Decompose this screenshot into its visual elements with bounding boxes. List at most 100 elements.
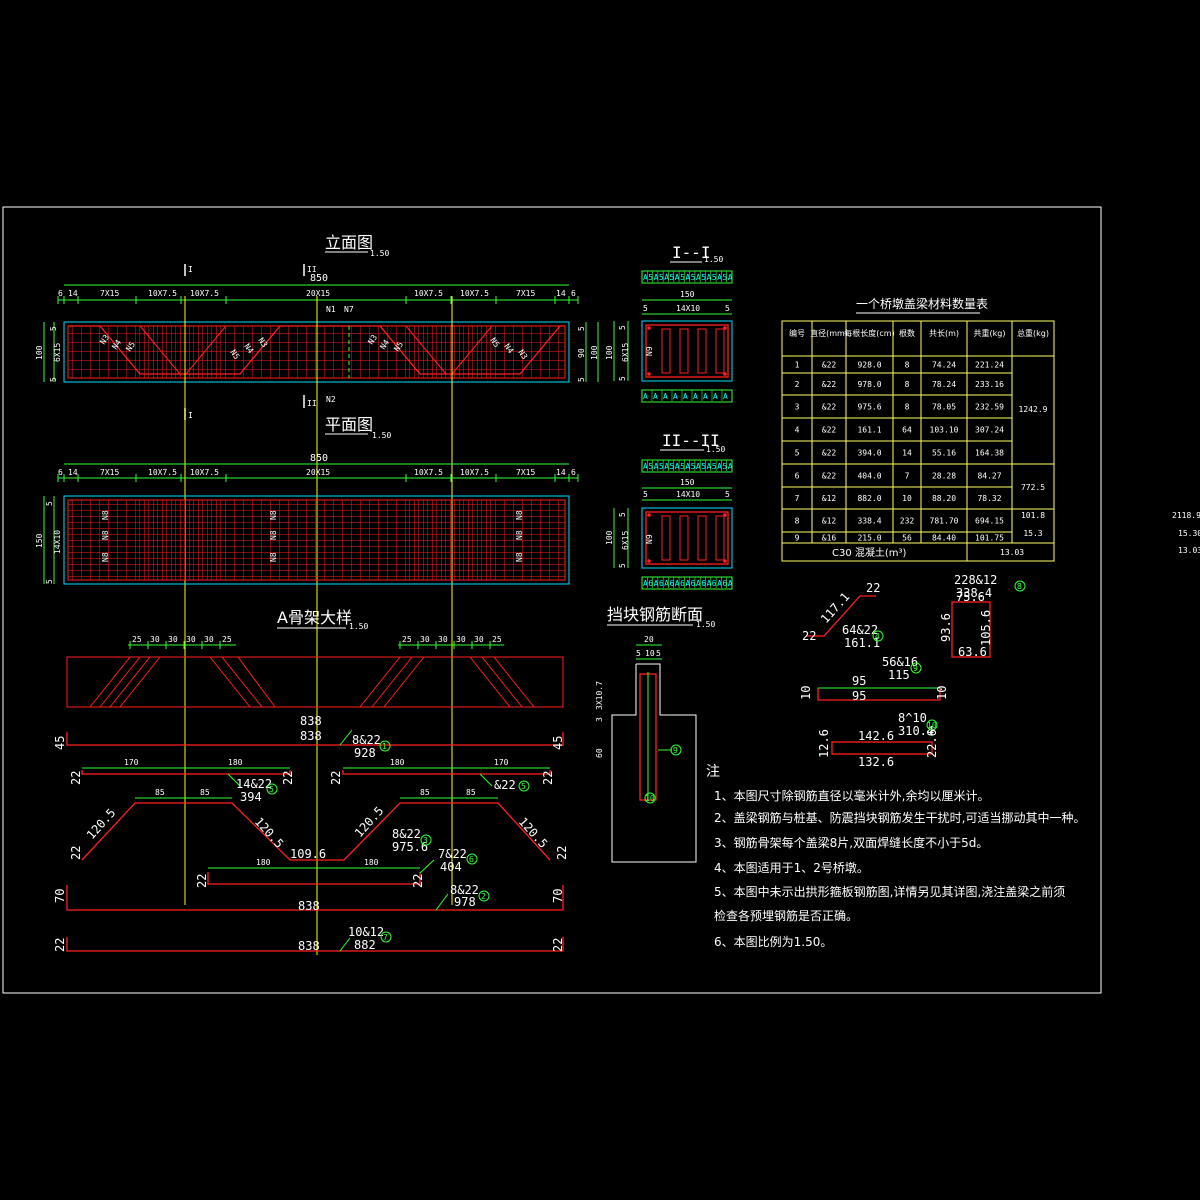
sec2-bars-corner-bar-1 <box>723 513 727 517</box>
bar-2-side-right: 70 <box>551 889 565 903</box>
table-cell-1-4: 78.24 <box>932 380 956 389</box>
bar-5r-side-right: 22 <box>541 771 555 785</box>
table-cell-8-3: 56 <box>902 534 912 543</box>
d10-count: 310.4 <box>898 724 934 738</box>
block-top: 20 <box>644 635 654 644</box>
note-4: 4、本图适用于1、2号桥墩。 <box>714 861 869 875</box>
block-side-2: 3 <box>595 717 604 722</box>
sec1-top-labels-label-12: A <box>707 273 712 282</box>
section-2-rebar-label: N9 <box>645 534 654 544</box>
block-n10: 10 <box>645 794 655 803</box>
sec2-top-labels-label-6: A <box>675 462 680 471</box>
elev-section-mark-2-bottom: II <box>307 399 317 408</box>
table-cell-1-3: 8 <box>905 380 910 389</box>
section-2-title: II--II <box>662 431 720 450</box>
table-total-3: 15.3 <box>1023 529 1042 538</box>
sec1-top-labels-label-0: A <box>643 273 648 282</box>
table-cell-2-2: 975.6 <box>857 403 881 412</box>
plan-rebar-label-8: N8 <box>515 552 524 562</box>
elev-left-dim-bot: 5 <box>49 377 58 382</box>
skel-top-dim-1-3: 30 <box>456 635 466 644</box>
bar-5r-label: &22 <box>494 778 516 792</box>
table-cell-5-3: 7 <box>905 472 910 481</box>
skel-top-dim-0-3: 30 <box>186 635 196 644</box>
d4-c: 22 <box>866 581 880 595</box>
table-cell-1-0: 2 <box>795 380 800 389</box>
sec2-top-labels-label-8: A <box>685 462 690 471</box>
table-cell-7-5: 694.15 <box>975 517 1004 526</box>
elev-right-dim-top: 5 <box>577 326 586 331</box>
section-1-h-total: 100 <box>605 345 614 360</box>
elevation-scale: 1.50 <box>370 249 389 258</box>
table-cell-3-5: 307.24 <box>975 426 1004 435</box>
table-cell-8-4: 84.40 <box>932 534 956 543</box>
table-cell-1-2: 978.0 <box>857 380 881 389</box>
sec1-bot-labels-label-1: A <box>653 392 658 401</box>
d10-d: 22.6 <box>925 729 939 758</box>
side-value-1: 2118.90 <box>1172 511 1200 520</box>
table-cell-5-2: 404.0 <box>857 472 881 481</box>
sec1-top-labels-label-5: 5 <box>670 273 675 282</box>
skel-top-dim-0-1: 30 <box>150 635 160 644</box>
table-header-3: 根数 <box>899 328 915 338</box>
sec2-bot-labels-label-8: A <box>685 579 690 588</box>
sec1-top-labels-label-6: A <box>675 273 680 282</box>
table-cell-3-2: 161.1 <box>857 426 881 435</box>
bar-1-side-right: 45 <box>551 736 565 750</box>
sec2-top-labels-label-4: A <box>664 462 669 471</box>
table-cell-8-0: 9 <box>795 534 800 543</box>
d9-b: 95 <box>852 689 866 703</box>
sec2-bot-labels-label-5: 6 <box>670 579 675 588</box>
d9-s-right: 10 <box>935 686 949 700</box>
table-cell-1-5: 233.16 <box>975 380 1004 389</box>
elevation-title: 立面图 <box>325 233 373 252</box>
table-cell-2-0: 3 <box>795 403 800 412</box>
table-cell-7-3: 232 <box>900 517 915 526</box>
sec2-bot-labels-label-9: 6 <box>691 579 696 588</box>
skeleton-length: 838 <box>300 714 322 728</box>
sec2-top-labels-label-13: 5 <box>712 462 717 471</box>
table-cell-3-3: 64 <box>902 426 912 435</box>
bar-1-no: 1 <box>382 742 387 751</box>
section-2-scale: 1.50 <box>706 445 725 454</box>
d10-label: 8^10 <box>898 711 927 725</box>
d8-a: 75.6 <box>956 590 985 604</box>
bar-1-side-left: 45 <box>53 736 67 750</box>
bar-3-diag-4: 120.5 <box>516 815 551 851</box>
sec1-top-labels-label-16: A <box>728 273 733 282</box>
section-1-rebar-label: N9 <box>645 346 654 356</box>
sec2-bot-labels-label-12: A <box>707 579 712 588</box>
table-cell-9-4: 24.85 <box>932 0 956 2</box>
sec2-top-labels-label-12: A <box>707 462 712 471</box>
bar-7-label: 10&12 <box>348 925 384 939</box>
section-1-h-top: 5 <box>618 325 627 330</box>
sec2-bot-labels-label-7: 6 <box>680 579 685 588</box>
table-cell-4-1: &22 <box>822 449 837 458</box>
sec1-top-labels-label-11: 5 <box>701 273 706 282</box>
table-cell-0-5: 221.24 <box>975 361 1004 370</box>
sec2-bot-labels-label-6: A <box>675 579 680 588</box>
sec2-top-labels-label-3: 5 <box>659 462 664 471</box>
plan-seg-9: 7X15 <box>516 468 535 477</box>
sec2-top-labels-label-15: 5 <box>722 462 727 471</box>
table-cell-9-1: ^10 <box>822 0 837 2</box>
detail-bar-10: 8^10 310.4 10 142.6 132.6 12.6 22.6 <box>817 711 939 769</box>
bar-3-no: 3 <box>423 836 428 845</box>
side-value-2: 15.30 <box>1178 529 1200 538</box>
table-cell-9-0: 10 <box>792 0 802 2</box>
sec1-bars-stirrup-0 <box>661 328 671 374</box>
skel-top-dim-1-1: 30 <box>420 635 430 644</box>
bar-1-len: 838 <box>300 729 322 743</box>
table-header-0: 编号 <box>789 328 805 338</box>
sec1-bars-corner-bar-0 <box>647 326 651 330</box>
bar-6-b: 180 <box>364 858 379 867</box>
sec1-top-labels-label-7: 5 <box>680 273 685 282</box>
sec1-top-labels-label-10: A <box>696 273 701 282</box>
sec1-bot-labels-label-2: A <box>663 392 668 401</box>
skel-top-dim-0-5: 25 <box>222 635 232 644</box>
elev-seg-4: 10X7.5 <box>148 289 177 298</box>
bar-2-shape <box>66 885 564 911</box>
table-cell-3-4: 103.10 <box>930 426 959 435</box>
